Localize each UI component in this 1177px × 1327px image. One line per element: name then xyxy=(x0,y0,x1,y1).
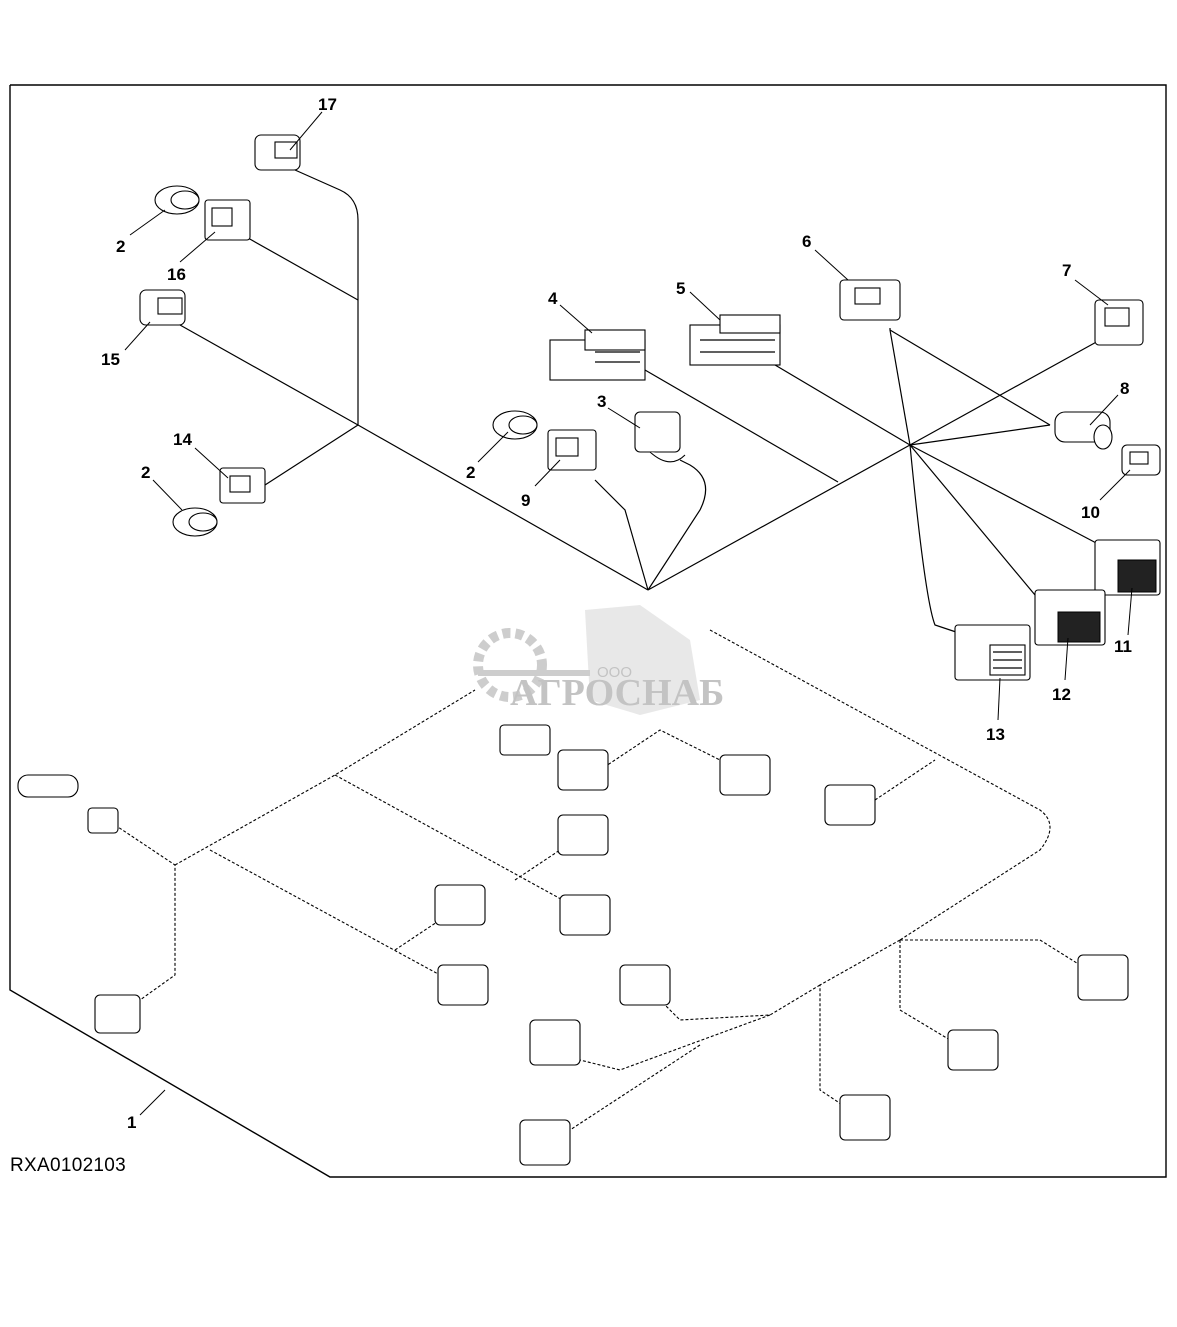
harness1-connector[interactable] xyxy=(519,1119,571,1166)
watermark-combine-icon xyxy=(585,605,700,715)
callout-2: 2 xyxy=(116,237,125,256)
callout-17: 17 xyxy=(318,95,337,114)
harness1-connector[interactable] xyxy=(719,754,771,796)
watermark-brand: АГРОСНАБ xyxy=(510,672,724,714)
connector-14[interactable] xyxy=(219,467,266,504)
connector-9[interactable] xyxy=(547,429,597,471)
watermark-gear-icon xyxy=(473,628,547,702)
connector-11[interactable] xyxy=(1094,539,1161,596)
watermark-prefix: ООО xyxy=(597,664,632,681)
callout-11: 11 xyxy=(1114,637,1132,656)
leader-lines xyxy=(124,111,1133,1116)
connectors-lower xyxy=(17,724,1129,1166)
figure-id: RXA0102103 xyxy=(10,1155,127,1176)
harness1-connector[interactable] xyxy=(824,784,876,826)
upper-harness-wires xyxy=(179,169,1101,636)
harness1-connector[interactable] xyxy=(559,894,611,936)
connector-8[interactable] xyxy=(1054,411,1113,450)
callout-13: 13 xyxy=(986,725,1005,744)
callout-16: 16 xyxy=(167,265,186,284)
harness1-connector[interactable] xyxy=(434,884,486,926)
callout-labels: 17 2 16 15 14 2 2 9 3 4 5 6 7 8 10 11 12… xyxy=(101,95,1132,1132)
callout-10: 10 xyxy=(1081,503,1100,522)
callout-9: 9 xyxy=(521,491,530,510)
harness1-connector[interactable] xyxy=(17,774,79,798)
harness1-connector[interactable] xyxy=(437,964,489,1006)
connector-6[interactable] xyxy=(839,279,901,321)
connector-16[interactable] xyxy=(204,199,251,241)
harness1-connector[interactable] xyxy=(947,1029,999,1071)
harness1-connector[interactable] xyxy=(1077,954,1129,1001)
watermark-swoosh xyxy=(478,670,590,676)
harness1-connector[interactable] xyxy=(87,807,119,834)
connector-7[interactable] xyxy=(1094,299,1144,346)
watermark: ООО АГРОСНАБ xyxy=(473,605,724,715)
connector-15[interactable] xyxy=(139,289,186,326)
callout-14: 14 xyxy=(173,430,192,449)
connector-5[interactable] xyxy=(689,314,781,366)
harness1-connector[interactable] xyxy=(619,964,671,1006)
cap-2-top[interactable] xyxy=(154,185,200,215)
callout-8: 8 xyxy=(1120,379,1129,398)
callout-12: 12 xyxy=(1052,685,1071,704)
callout-15: 15 xyxy=(101,350,120,369)
lower-harness-wires xyxy=(114,629,1081,1141)
callout-6: 6 xyxy=(802,232,811,251)
harness1-connector[interactable] xyxy=(557,749,609,791)
connector-4[interactable] xyxy=(549,329,646,381)
harness1-connector[interactable] xyxy=(557,814,609,856)
callout-2: 2 xyxy=(141,463,150,482)
connector-3[interactable] xyxy=(634,411,686,463)
connectors-upper xyxy=(139,134,1161,681)
harness1-connector[interactable] xyxy=(499,724,551,756)
harness1-connector[interactable] xyxy=(529,1019,581,1066)
callout-5: 5 xyxy=(676,279,685,298)
harness1-connector[interactable] xyxy=(94,994,141,1034)
callout-3: 3 xyxy=(597,392,606,411)
callout-2: 2 xyxy=(466,463,475,482)
callout-7: 7 xyxy=(1062,261,1071,280)
connector-17[interactable] xyxy=(254,134,301,171)
diagram-frame xyxy=(9,84,1167,1178)
callout-4: 4 xyxy=(548,289,558,308)
cap-2-left[interactable] xyxy=(172,507,218,537)
cap-2-center[interactable] xyxy=(492,410,538,440)
callout-1: 1 xyxy=(127,1113,136,1132)
harness1-connector[interactable] xyxy=(839,1094,891,1141)
connector-12[interactable] xyxy=(1034,589,1106,646)
connector-10[interactable] xyxy=(1121,444,1161,476)
connector-13[interactable] xyxy=(954,624,1031,681)
